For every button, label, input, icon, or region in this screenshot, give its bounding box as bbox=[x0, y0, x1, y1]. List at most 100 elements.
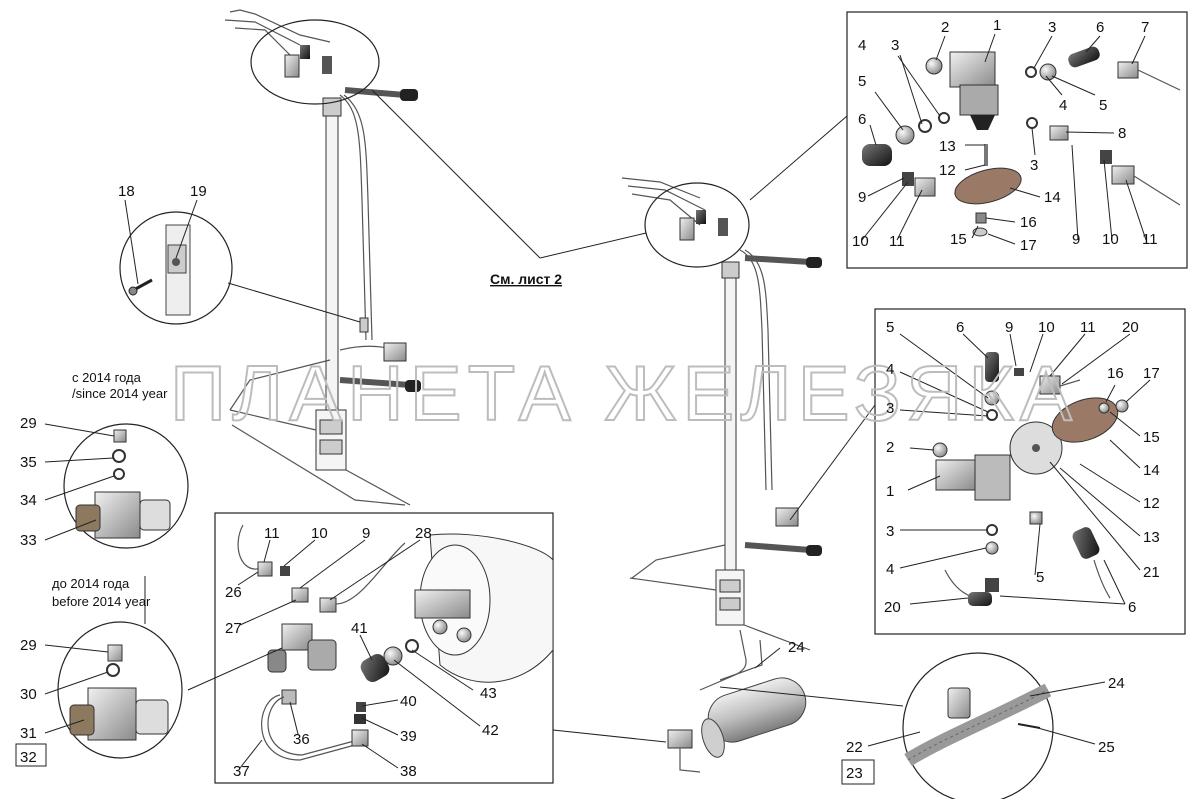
part-number: 22 bbox=[846, 739, 863, 756]
part-number: 9 bbox=[1072, 231, 1080, 248]
part-number: 2 bbox=[886, 439, 894, 456]
part-number: 13 bbox=[1143, 529, 1160, 546]
part-number: 1 bbox=[886, 483, 894, 500]
part-number: 43 bbox=[480, 685, 497, 702]
part-number: 3 bbox=[891, 37, 899, 54]
part-number: 17 bbox=[1143, 365, 1160, 382]
part-number: 5 bbox=[886, 319, 894, 336]
part-number: 16 bbox=[1107, 365, 1124, 382]
part-number: 10 bbox=[1102, 231, 1119, 248]
part-number: 5 bbox=[1036, 569, 1044, 586]
callouts-bottom-center-box: 11 10 9 28 26 27 41 43 40 42 39 36 37 38 bbox=[225, 525, 499, 780]
part-number: 7 bbox=[1141, 19, 1149, 36]
part-number: 29 bbox=[20, 637, 37, 654]
part-number: 15 bbox=[950, 231, 967, 248]
part-number: 11 bbox=[1080, 319, 1096, 336]
part-number: 11 bbox=[889, 233, 905, 250]
part-number: 27 bbox=[225, 620, 242, 637]
part-number: 4 bbox=[1059, 97, 1067, 114]
part-number: 38 bbox=[400, 763, 417, 780]
part-number: 34 bbox=[20, 492, 37, 509]
part-number: 9 bbox=[858, 189, 866, 206]
part-number: 20 bbox=[1122, 319, 1139, 336]
part-number: 3 bbox=[1048, 19, 1056, 36]
part-number: 12 bbox=[1143, 495, 1160, 512]
part-number: 8 bbox=[1118, 125, 1126, 142]
callouts-left-bubbles: 29 35 34 33 29 30 31 32 bbox=[15, 415, 47, 767]
part-number: 6 bbox=[1096, 19, 1104, 36]
part-number: 42 bbox=[482, 722, 499, 739]
part-number: 15 bbox=[1143, 429, 1160, 446]
part-number: 3 bbox=[886, 523, 894, 540]
left-column-assembly bbox=[224, 9, 421, 506]
detail-box-bottom-center bbox=[214, 512, 554, 784]
part-number: 1 bbox=[993, 17, 1001, 34]
part-number: 6 bbox=[956, 319, 964, 336]
part-number: 35 bbox=[20, 454, 37, 471]
detail-circle-18-19 bbox=[119, 211, 233, 325]
part-number: 3 bbox=[886, 400, 894, 417]
part-number-frame bbox=[15, 743, 47, 767]
caption-since-2014-ru: с 2014 года bbox=[72, 370, 142, 385]
part-number: 10 bbox=[311, 525, 328, 542]
part-number: 9 bbox=[362, 525, 370, 542]
callouts-bottom-right: 24 24 25 22 23 bbox=[788, 639, 1125, 785]
part-number-frame bbox=[841, 759, 875, 785]
part-number: 10 bbox=[852, 233, 869, 250]
detail-circle-left-top bbox=[250, 19, 380, 105]
part-number: 12 bbox=[939, 162, 956, 179]
caption-before-2014-ru: до 2014 года bbox=[52, 576, 130, 591]
part-number: 20 bbox=[884, 599, 901, 616]
detail-circle-22-25 bbox=[902, 652, 1054, 804]
detail-circle-right-top bbox=[644, 182, 750, 268]
part-number: 11 bbox=[1142, 231, 1158, 248]
part-number: 36 bbox=[293, 731, 310, 748]
part-number: 11 bbox=[264, 525, 280, 542]
part-number: 39 bbox=[400, 728, 417, 745]
part-number: 6 bbox=[1128, 599, 1136, 616]
part-number: 31 bbox=[20, 725, 37, 742]
part-number: 30 bbox=[20, 686, 37, 703]
part-number: 24 bbox=[788, 639, 805, 656]
part-number: 14 bbox=[1044, 189, 1061, 206]
part-number: 3 bbox=[1030, 157, 1038, 174]
part-number: 33 bbox=[20, 532, 37, 549]
callouts-middle-right-box: 5 6 9 10 11 20 4 16 17 3 15 2 14 1 12 3 … bbox=[884, 319, 1160, 616]
part-number: 21 bbox=[1143, 564, 1160, 581]
part-number: 40 bbox=[400, 693, 417, 710]
part-number: 4 bbox=[858, 37, 866, 54]
part-number: 13 bbox=[939, 138, 956, 155]
part-number: 18 bbox=[118, 183, 135, 200]
caption-before-2014-en: before 2014 year bbox=[52, 594, 151, 609]
sheet-reference-label: См. лист 2 bbox=[490, 271, 562, 287]
detail-circle-before-2014 bbox=[57, 621, 183, 759]
part-number: 29 bbox=[20, 415, 37, 432]
part-number: 5 bbox=[1099, 97, 1107, 114]
part-number: 23 bbox=[846, 765, 863, 782]
watermark-text: ПЛАНЕТА ЖЕЛЕЗЯКА bbox=[170, 349, 1078, 437]
part-number: 41 bbox=[351, 620, 368, 637]
part-number: 2 bbox=[941, 19, 949, 36]
part-number: 37 bbox=[233, 763, 250, 780]
detail-box-middle-right bbox=[874, 308, 1186, 635]
part-number: 6 bbox=[858, 111, 866, 128]
air-receiver-tank bbox=[667, 677, 807, 773]
right-column-assembly bbox=[621, 177, 822, 691]
part-number: 4 bbox=[886, 561, 894, 578]
connector-lines bbox=[187, 89, 904, 743]
part-number: 19 bbox=[190, 183, 207, 200]
part-number: 4 bbox=[886, 361, 894, 378]
part-number: 10 bbox=[1038, 319, 1055, 336]
detail-circle-since-2014 bbox=[63, 423, 189, 549]
part-number: 32 bbox=[20, 749, 37, 766]
part-number: 17 bbox=[1020, 237, 1037, 254]
part-number: 25 bbox=[1098, 739, 1115, 756]
callout-leaders bbox=[44, 33, 1151, 769]
part-number: 9 bbox=[1005, 319, 1013, 336]
detail-box-top-right bbox=[846, 11, 1188, 269]
caption-since-2014-en: /since 2014 year bbox=[72, 386, 168, 401]
part-number: 5 bbox=[858, 73, 866, 90]
part-number: 16 bbox=[1020, 214, 1037, 231]
